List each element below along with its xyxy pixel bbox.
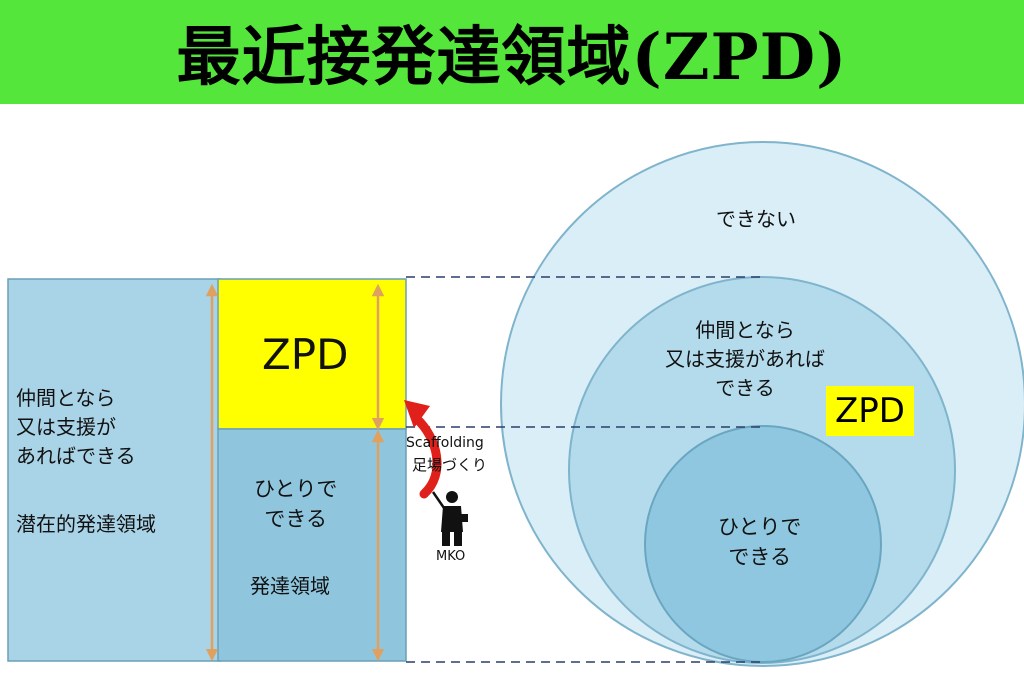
scaffold-arrow-icon — [404, 400, 442, 499]
zpd-block-label: ZPD — [262, 330, 349, 379]
scaffolding-label-jp: 足場づくり — [412, 456, 488, 474]
potential-region-block — [7, 278, 221, 662]
potential-label: 仲間となら 又は支援が あればできる — [16, 386, 136, 468]
with-support-label: 仲間となら 又は支援があれば できる — [665, 318, 825, 400]
alone-region-name: 発達領域 — [250, 574, 330, 598]
title-banner: 最近接発達領域(ZPD) — [0, 0, 1024, 104]
scaffolding-label-en: Scaffolding — [406, 435, 484, 451]
zpd-badge: ZPD — [826, 386, 914, 436]
page-title: 最近接発達領域(ZPD) — [176, 20, 848, 95]
cannot-do-label: できない — [716, 207, 796, 231]
potential-region-name: 潜在的発達領域 — [16, 512, 156, 536]
person-icon — [431, 491, 468, 546]
inner-circle — [644, 425, 882, 663]
mko-label: MKO — [436, 549, 466, 564]
alone-label: ひとりで できる — [254, 477, 338, 532]
can-do-alone-label: ひとりで できる — [718, 515, 802, 570]
